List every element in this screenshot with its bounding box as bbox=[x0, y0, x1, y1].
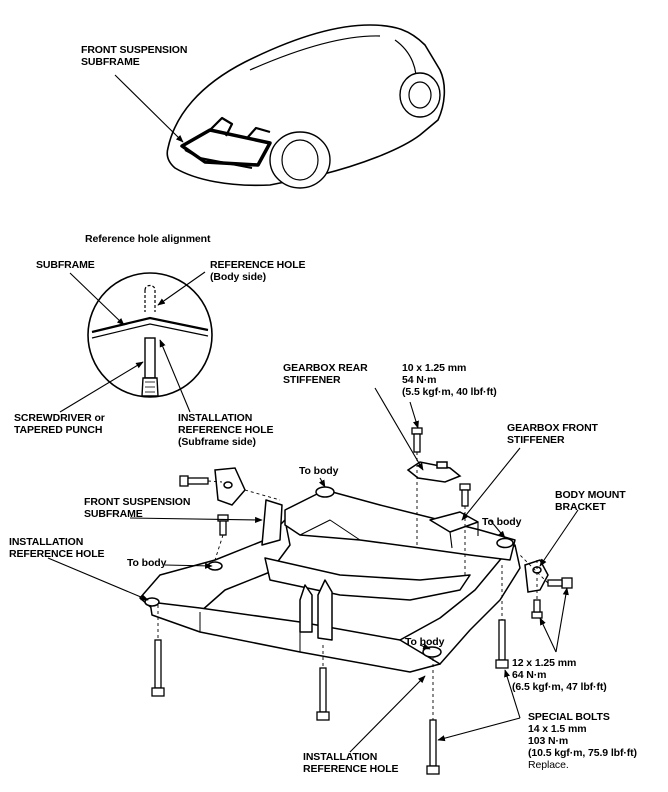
inset-ref-hole-label: REFERENCE HOLE (Body side) bbox=[210, 259, 306, 283]
special-line2: 14 x 1.5 mm bbox=[528, 723, 587, 735]
bolt-12-line1: 12 x 1.25 mm bbox=[512, 657, 577, 669]
bolt-left-horizontal bbox=[179, 475, 209, 487]
dashed-alignment-lines bbox=[157, 452, 549, 720]
body-mount-bracket-part bbox=[524, 559, 549, 593]
front-subframe-line2: SUBFRAME bbox=[84, 508, 143, 520]
bolt-stiffener bbox=[459, 483, 471, 507]
inset-title: Reference hole alignment bbox=[85, 233, 211, 245]
bolt-12-line3: (6.5 kgf·m, 47 lbf·ft) bbox=[512, 681, 607, 693]
gearbox-rear-line2: STIFFENER bbox=[283, 374, 341, 386]
install-hole-line1: INSTALLATION bbox=[178, 412, 253, 424]
gearbox-front-line1: GEARBOX FRONT bbox=[507, 422, 598, 434]
bolt-10-line3: (5.5 kgf·m, 40 lbf·ft) bbox=[402, 386, 497, 398]
main-subframe-label: FRONT SUSPENSION SUBFRAME bbox=[84, 496, 190, 520]
inset-install-hole-label: INSTALLATION REFERENCE HOLE (Subframe si… bbox=[178, 412, 274, 448]
special-bolt-bottom bbox=[426, 719, 440, 775]
left-bracket-part bbox=[214, 467, 246, 506]
bolts bbox=[151, 427, 573, 775]
ref-hole-line1: REFERENCE HOLE bbox=[210, 259, 306, 271]
special-bolt-left bbox=[151, 639, 165, 697]
install-left-label: INSTALLATION REFERENCE HOLE bbox=[9, 536, 105, 560]
special-bolts-spec: SPECIAL BOLTS 14 x 1.5 mm 103 N·m (10.5 … bbox=[528, 711, 637, 771]
screwdriver-line1: SCREWDRIVER or bbox=[14, 412, 105, 424]
car-subframe-highlight bbox=[180, 116, 272, 169]
install-hole-line3: (Subframe side) bbox=[178, 436, 256, 448]
gearbox-rear-stiffener-part bbox=[406, 461, 462, 483]
inset-screwdriver-label: SCREWDRIVER or TAPERED PUNCH bbox=[14, 412, 105, 436]
body-mount-line2: BRACKET bbox=[555, 501, 606, 513]
to-body-top-label: To body bbox=[299, 465, 339, 477]
car-label-line1: FRONT SUSPENSION bbox=[81, 44, 188, 56]
ref-hole-line2: (Body side) bbox=[210, 271, 267, 283]
install-left-line1: INSTALLATION bbox=[9, 536, 84, 548]
front-subframe-line1: FRONT SUSPENSION bbox=[84, 496, 191, 508]
gearbox-front-line2: STIFFENER bbox=[507, 434, 565, 446]
car-label-line2: SUBFRAME bbox=[81, 56, 140, 68]
body-mount-label: BODY MOUNT BRACKET bbox=[555, 489, 626, 513]
bolt-10mm bbox=[411, 427, 423, 453]
to-body-right-label: To body bbox=[482, 516, 522, 528]
bolt-10-line2: 54 N·m bbox=[402, 374, 437, 386]
gearbox-front-label: GEARBOX FRONT STIFFENER bbox=[507, 422, 598, 446]
special-bolt-right bbox=[495, 619, 509, 669]
bolt-body-mount-vertical bbox=[531, 599, 543, 619]
install-left-line2: REFERENCE HOLE bbox=[9, 548, 105, 560]
car-subframe-label: FRONT SUSPENSION SUBFRAME bbox=[81, 44, 187, 68]
install-bottom-line2: REFERENCE HOLE bbox=[303, 763, 399, 775]
inset-subframe-label: SUBFRAME bbox=[36, 259, 95, 271]
special-line4: (10.5 kgf·m, 75.9 lbf·ft) bbox=[528, 747, 637, 759]
gearbox-rear-line1: GEARBOX REAR bbox=[283, 362, 368, 374]
special-line3: 103 N·m bbox=[528, 735, 569, 747]
bolt-left-vertical bbox=[217, 514, 229, 536]
to-body-bottom-label: To body bbox=[405, 636, 445, 648]
bolt-12-line2: 64 N·m bbox=[512, 669, 547, 681]
special-line1: SPECIAL BOLTS bbox=[528, 711, 610, 723]
bolt-body-mount-horizontal bbox=[547, 577, 573, 589]
install-bottom-label: INSTALLATION REFERENCE HOLE bbox=[303, 751, 399, 775]
main-leaders bbox=[47, 387, 579, 753]
bolt-12mm-spec: 12 x 1.25 mm 64 N·m (6.5 kgf·m, 47 lbf·f… bbox=[512, 657, 607, 693]
to-body-left-label: To body bbox=[127, 557, 167, 569]
main-subframe bbox=[139, 486, 521, 673]
body-mount-line1: BODY MOUNT bbox=[555, 489, 626, 501]
install-bottom-line1: INSTALLATION bbox=[303, 751, 378, 763]
special-line5: Replace. bbox=[528, 759, 569, 771]
car-outline bbox=[166, 24, 446, 189]
reference-hole-inset bbox=[87, 272, 213, 398]
bolt-10-line1: 10 x 1.25 mm bbox=[402, 362, 467, 374]
special-bolt-center bbox=[316, 667, 330, 721]
gearbox-rear-label: GEARBOX REAR STIFFENER bbox=[283, 362, 368, 386]
inset-leaders bbox=[59, 271, 206, 413]
screwdriver-line2: TAPERED PUNCH bbox=[14, 424, 103, 436]
install-hole-line2: REFERENCE HOLE bbox=[178, 424, 274, 436]
car-subframe-leader bbox=[114, 74, 184, 143]
bolt-10mm-spec: 10 x 1.25 mm 54 N·m (5.5 kgf·m, 40 lbf·f… bbox=[402, 362, 497, 398]
